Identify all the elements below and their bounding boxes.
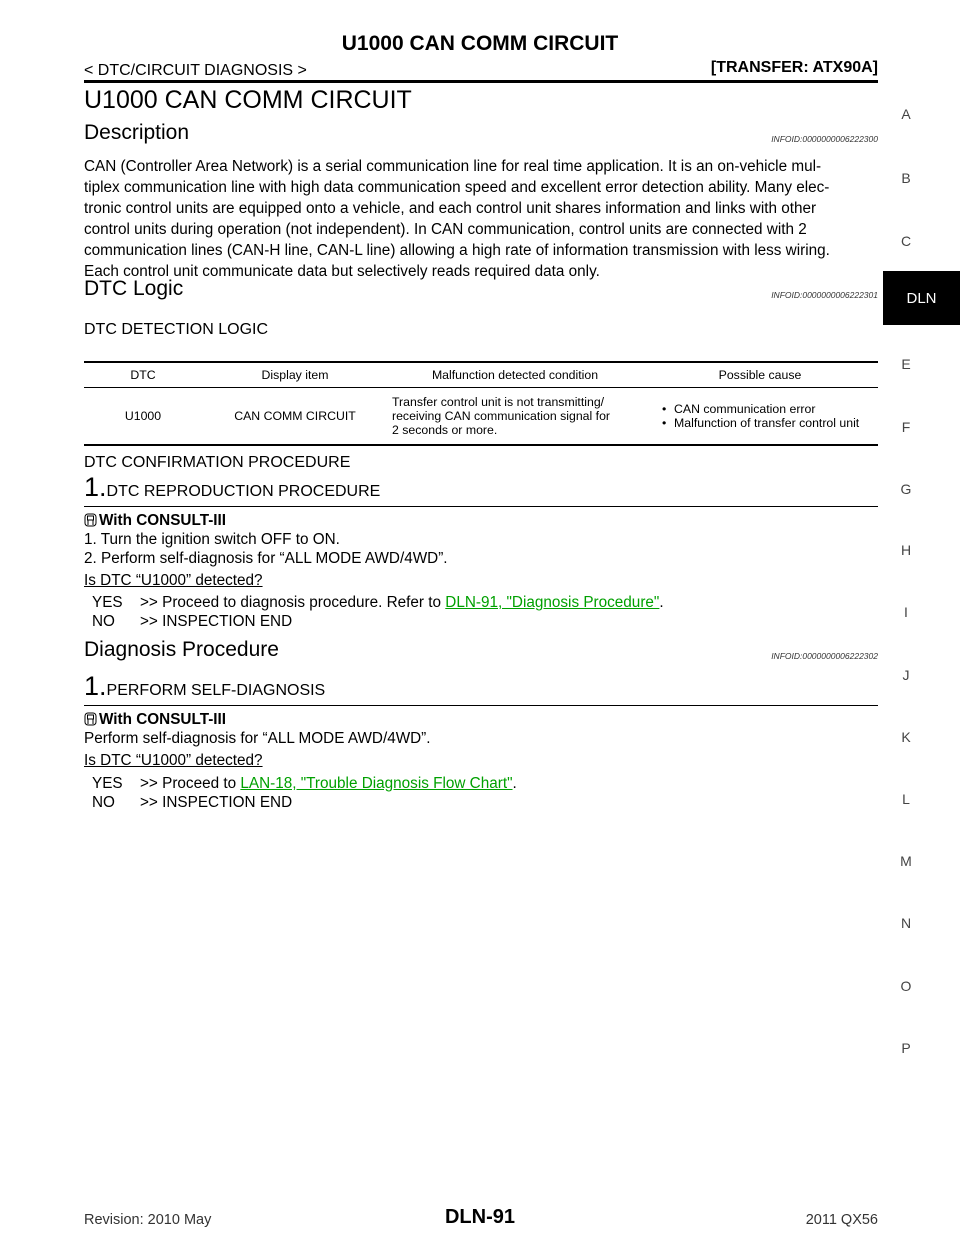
consult-icon — [84, 712, 97, 726]
sidebar-tab-dln[interactable]: DLN — [883, 271, 960, 325]
header-rule — [84, 80, 878, 83]
sidebar-letter-h[interactable]: H — [900, 542, 912, 558]
no-text: >> INSPECTION END — [140, 613, 293, 630]
no-row: NO >> INSPECTION END — [92, 794, 292, 812]
step-item: 2. Perform self-diagnosis for “ALL MODE … — [84, 550, 448, 567]
description-line: tronic control units are equipped onto a… — [84, 200, 817, 217]
sidebar-letter-e[interactable]: E — [901, 356, 911, 372]
with-consult: With CONSULT-III — [84, 512, 226, 530]
yes-row: YES >> Proceed to LAN-18, "Trouble Diagno… — [92, 775, 517, 793]
table-cell-display: CAN COMM CIRCUIT — [202, 387, 388, 446]
description-line: CAN (Controller Area Network) is a seria… — [84, 158, 822, 175]
sidebar-letter-b[interactable]: B — [901, 170, 911, 186]
yes-label: YES — [92, 594, 123, 611]
header-title: U1000 CAN COMM CIRCUIT — [341, 32, 619, 55]
step-number: 1. — [84, 671, 107, 701]
yes-tail: . — [659, 594, 664, 611]
step-question: Is DTC “U1000” detected? — [84, 572, 263, 589]
table-cell-cause: CAN communication error Malfunction of t… — [642, 387, 878, 446]
diagnosis-infoid: INFOID:0000000006222302 — [771, 651, 878, 661]
footer-revision: Revision: 2010 May — [84, 1212, 212, 1228]
sidebar-letter-a[interactable]: A — [901, 106, 911, 122]
cause-item: Malfunction of transfer control unit — [662, 416, 874, 430]
table-header-display: Display item — [202, 361, 388, 388]
step-title: PERFORM SELF-DIAGNOSIS — [106, 682, 326, 699]
description-infoid: INFOID:0000000006222300 — [771, 134, 878, 144]
sidebar-letter-n[interactable]: N — [900, 915, 912, 931]
description-line: tiplex communication line with high data… — [84, 179, 830, 196]
description-heading: Description — [84, 121, 190, 144]
step-heading: 1.PERFORM SELF-DIAGNOSIS — [84, 671, 325, 702]
sidebar-letter-f[interactable]: F — [901, 419, 911, 435]
step-rule — [84, 506, 878, 507]
table-header-cause: Possible cause — [642, 361, 878, 388]
header-section: < DTC/CIRCUIT DIAGNOSIS > — [84, 62, 307, 79]
diagnosis-procedure-link[interactable]: DLN-91, "Diagnosis Procedure" — [445, 594, 660, 611]
table-row: U1000 CAN COMM CIRCUIT Transfer control … — [84, 387, 878, 446]
no-label: NO — [92, 794, 115, 811]
condition-line: receiving CAN communication signal for — [392, 409, 611, 423]
table-cell-condition: Transfer control unit is not transmittin… — [388, 387, 642, 446]
with-consult: With CONSULT-III — [84, 711, 226, 729]
dtc-table: DTC Display item Malfunction detected co… — [84, 361, 878, 446]
dtc-logic-heading: DTC Logic — [84, 277, 184, 300]
condition-line: Transfer control unit is not transmittin… — [392, 395, 605, 409]
cause-item: CAN communication error — [662, 402, 874, 416]
step-question: Is DTC “U1000” detected? — [84, 752, 263, 769]
sidebar-letter-p[interactable]: P — [901, 1040, 911, 1056]
dtc-confirmation-title: DTC CONFIRMATION PROCEDURE — [84, 454, 351, 471]
yes-row: YES >> Proceed to diagnosis procedure. Re… — [92, 594, 664, 612]
yes-text: >> Proceed to — [140, 775, 241, 792]
yes-text: >> Proceed to diagnosis procedure. Refer… — [140, 594, 446, 611]
step-item: 1. Turn the ignition switch OFF to ON. — [84, 531, 340, 548]
no-row: NO >> INSPECTION END — [92, 613, 292, 631]
description-line: communication lines (CAN-H line, CAN-L l… — [84, 242, 830, 259]
sidebar-letter-i[interactable]: I — [904, 604, 908, 620]
sidebar-letter-j[interactable]: J — [902, 667, 910, 683]
yes-tail: . — [512, 775, 517, 792]
footer-page-number: DLN-91 — [444, 1206, 515, 1228]
page-title: U1000 CAN COMM CIRCUIT — [84, 86, 412, 114]
sidebar-letter-l[interactable]: L — [902, 791, 910, 807]
step-rule — [84, 705, 878, 706]
sidebar-letter-o[interactable]: O — [900, 978, 912, 994]
header-model: [TRANSFER: ATX90A] — [710, 59, 878, 76]
with-consult-label: With CONSULT-III — [99, 711, 227, 728]
sidebar-letter-c[interactable]: C — [900, 233, 912, 249]
dtc-detection-title: DTC DETECTION LOGIC — [84, 321, 269, 338]
no-text: >> INSPECTION END — [140, 794, 293, 811]
trouble-diagnosis-link[interactable]: LAN-18, "Trouble Diagnosis Flow Chart" — [240, 775, 513, 792]
description-line: Each control unit communicate data but s… — [84, 263, 600, 280]
dtc-logic-infoid: INFOID:0000000006222301 — [771, 290, 878, 300]
footer-model: 2011 QX56 — [805, 1212, 878, 1228]
step-title: DTC REPRODUCTION PROCEDURE — [106, 483, 381, 500]
description-line: control units during operation (not inde… — [84, 221, 807, 238]
cause-list: CAN communication error Malfunction of t… — [660, 402, 874, 430]
yes-label: YES — [92, 775, 123, 792]
sidebar-letter-m[interactable]: M — [900, 853, 912, 869]
diagnosis-heading: Diagnosis Procedure — [84, 638, 279, 661]
table-cell-dtc: U1000 — [84, 387, 202, 446]
sidebar-letter-g[interactable]: G — [900, 481, 912, 497]
no-label: NO — [92, 613, 115, 630]
sidebar-letter-k[interactable]: K — [901, 729, 911, 745]
with-consult-label: With CONSULT-III — [99, 512, 227, 529]
step-text: Perform self-diagnosis for “ALL MODE AWD… — [84, 730, 431, 747]
consult-icon — [84, 513, 97, 527]
step-heading: 1.DTC REPRODUCTION PROCEDURE — [84, 472, 380, 503]
step-number: 1. — [84, 472, 107, 502]
table-header-condition: Malfunction detected condition — [388, 361, 642, 388]
condition-line: 2 seconds or more. — [392, 423, 498, 437]
description-text: CAN (Controller Area Network) is a seria… — [84, 156, 878, 282]
table-header-dtc: DTC — [84, 361, 202, 388]
